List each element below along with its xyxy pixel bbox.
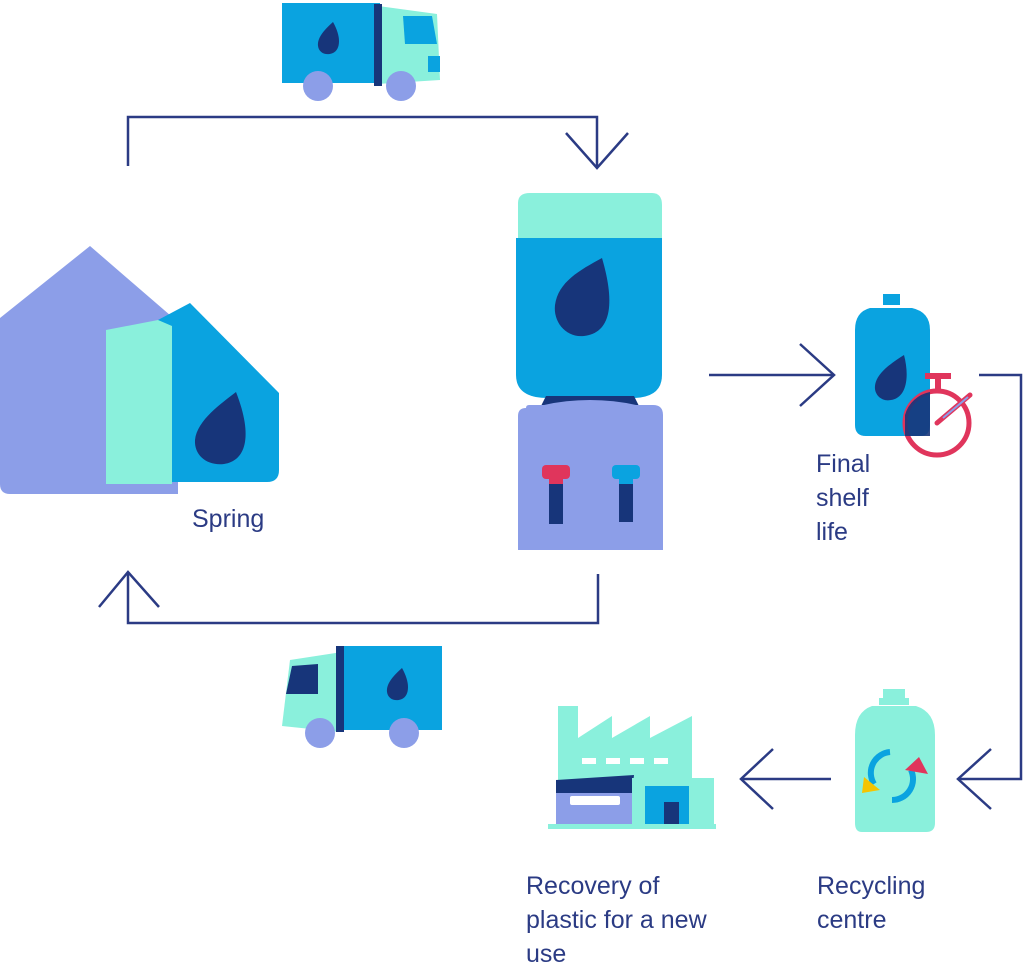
to-recycling-connector [958, 373, 1023, 781]
to-recovery-arrowhead [739, 748, 774, 810]
to-recycling-arrowhead [956, 748, 992, 810]
factory-icon [548, 706, 716, 829]
return-arrowhead [98, 570, 160, 608]
bottle-with-stopwatch-icon [855, 294, 973, 458]
shelf-life-arrowhead [799, 343, 836, 407]
delivery-arrowhead [565, 132, 629, 170]
spring-label: Spring [192, 505, 265, 533]
return-connector [126, 572, 600, 625]
water-cooler-icon [516, 193, 663, 550]
recovery-label: Recovery of plastic for a new use [526, 872, 707, 968]
spring-building-icon [0, 246, 279, 494]
bottle-with-recycle-arrows-icon [855, 689, 935, 832]
delivery-truck-icon [282, 3, 440, 101]
return-truck-icon [282, 646, 442, 748]
delivery-connector [126, 115, 599, 168]
final-shelf-life-label: Final shelf life [816, 450, 871, 546]
recycling-centre-label: Recycling centre [817, 872, 926, 934]
